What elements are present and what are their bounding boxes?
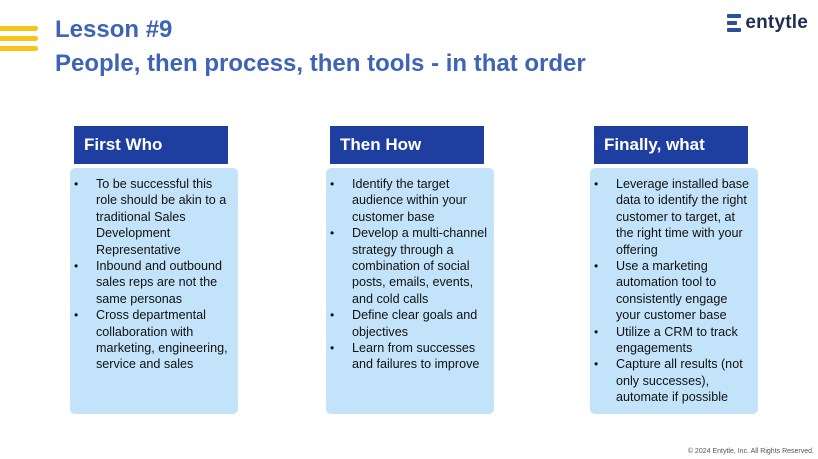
column-body: To be successful this role should be aki… bbox=[70, 168, 238, 414]
list-item: Develop a multi-channel strategy through… bbox=[330, 225, 488, 307]
column-body: Identify the target audience within your… bbox=[326, 168, 494, 414]
entytle-logo: entytle bbox=[727, 12, 808, 34]
list-item: Capture all results (not only successes)… bbox=[594, 356, 752, 405]
accent-bar bbox=[0, 36, 38, 41]
column-heading: Then How bbox=[330, 126, 484, 164]
accent-bar bbox=[0, 46, 38, 51]
accent-bar bbox=[0, 26, 38, 31]
list-item: Use a marketing automation tool to consi… bbox=[594, 258, 752, 324]
bullet-list: To be successful this role should be aki… bbox=[74, 176, 232, 373]
list-item: To be successful this role should be aki… bbox=[74, 176, 232, 258]
list-item: Cross departmental collaboration with ma… bbox=[74, 307, 232, 373]
list-item: Leverage installed base data to identify… bbox=[594, 176, 752, 258]
list-item: Identify the target audience within your… bbox=[330, 176, 488, 225]
bullet-list: Leverage installed base data to identify… bbox=[594, 176, 752, 406]
list-item: Define clear goals and objectives bbox=[330, 307, 488, 340]
column-body: Leverage installed base data to identify… bbox=[590, 168, 758, 414]
lesson-subtitle: People, then process, then tools - in th… bbox=[55, 50, 586, 77]
column-heading: Finally, what bbox=[594, 126, 748, 164]
list-item: Learn from successes and failures to imp… bbox=[330, 340, 488, 373]
accent-bars-decoration bbox=[0, 26, 38, 56]
column-heading: First Who bbox=[74, 126, 228, 164]
list-item: Utilize a CRM to track engagements bbox=[594, 324, 752, 357]
lesson-title: Lesson #9 bbox=[55, 16, 173, 43]
list-item: Inbound and outbound sales reps are not … bbox=[74, 258, 232, 307]
copyright-footer: © 2024 Entytle, Inc. All Rights Reserved… bbox=[687, 448, 814, 455]
bullet-list: Identify the target audience within your… bbox=[330, 176, 488, 373]
logo-text: entytle bbox=[745, 12, 808, 33]
logo-mark-icon bbox=[727, 14, 742, 32]
